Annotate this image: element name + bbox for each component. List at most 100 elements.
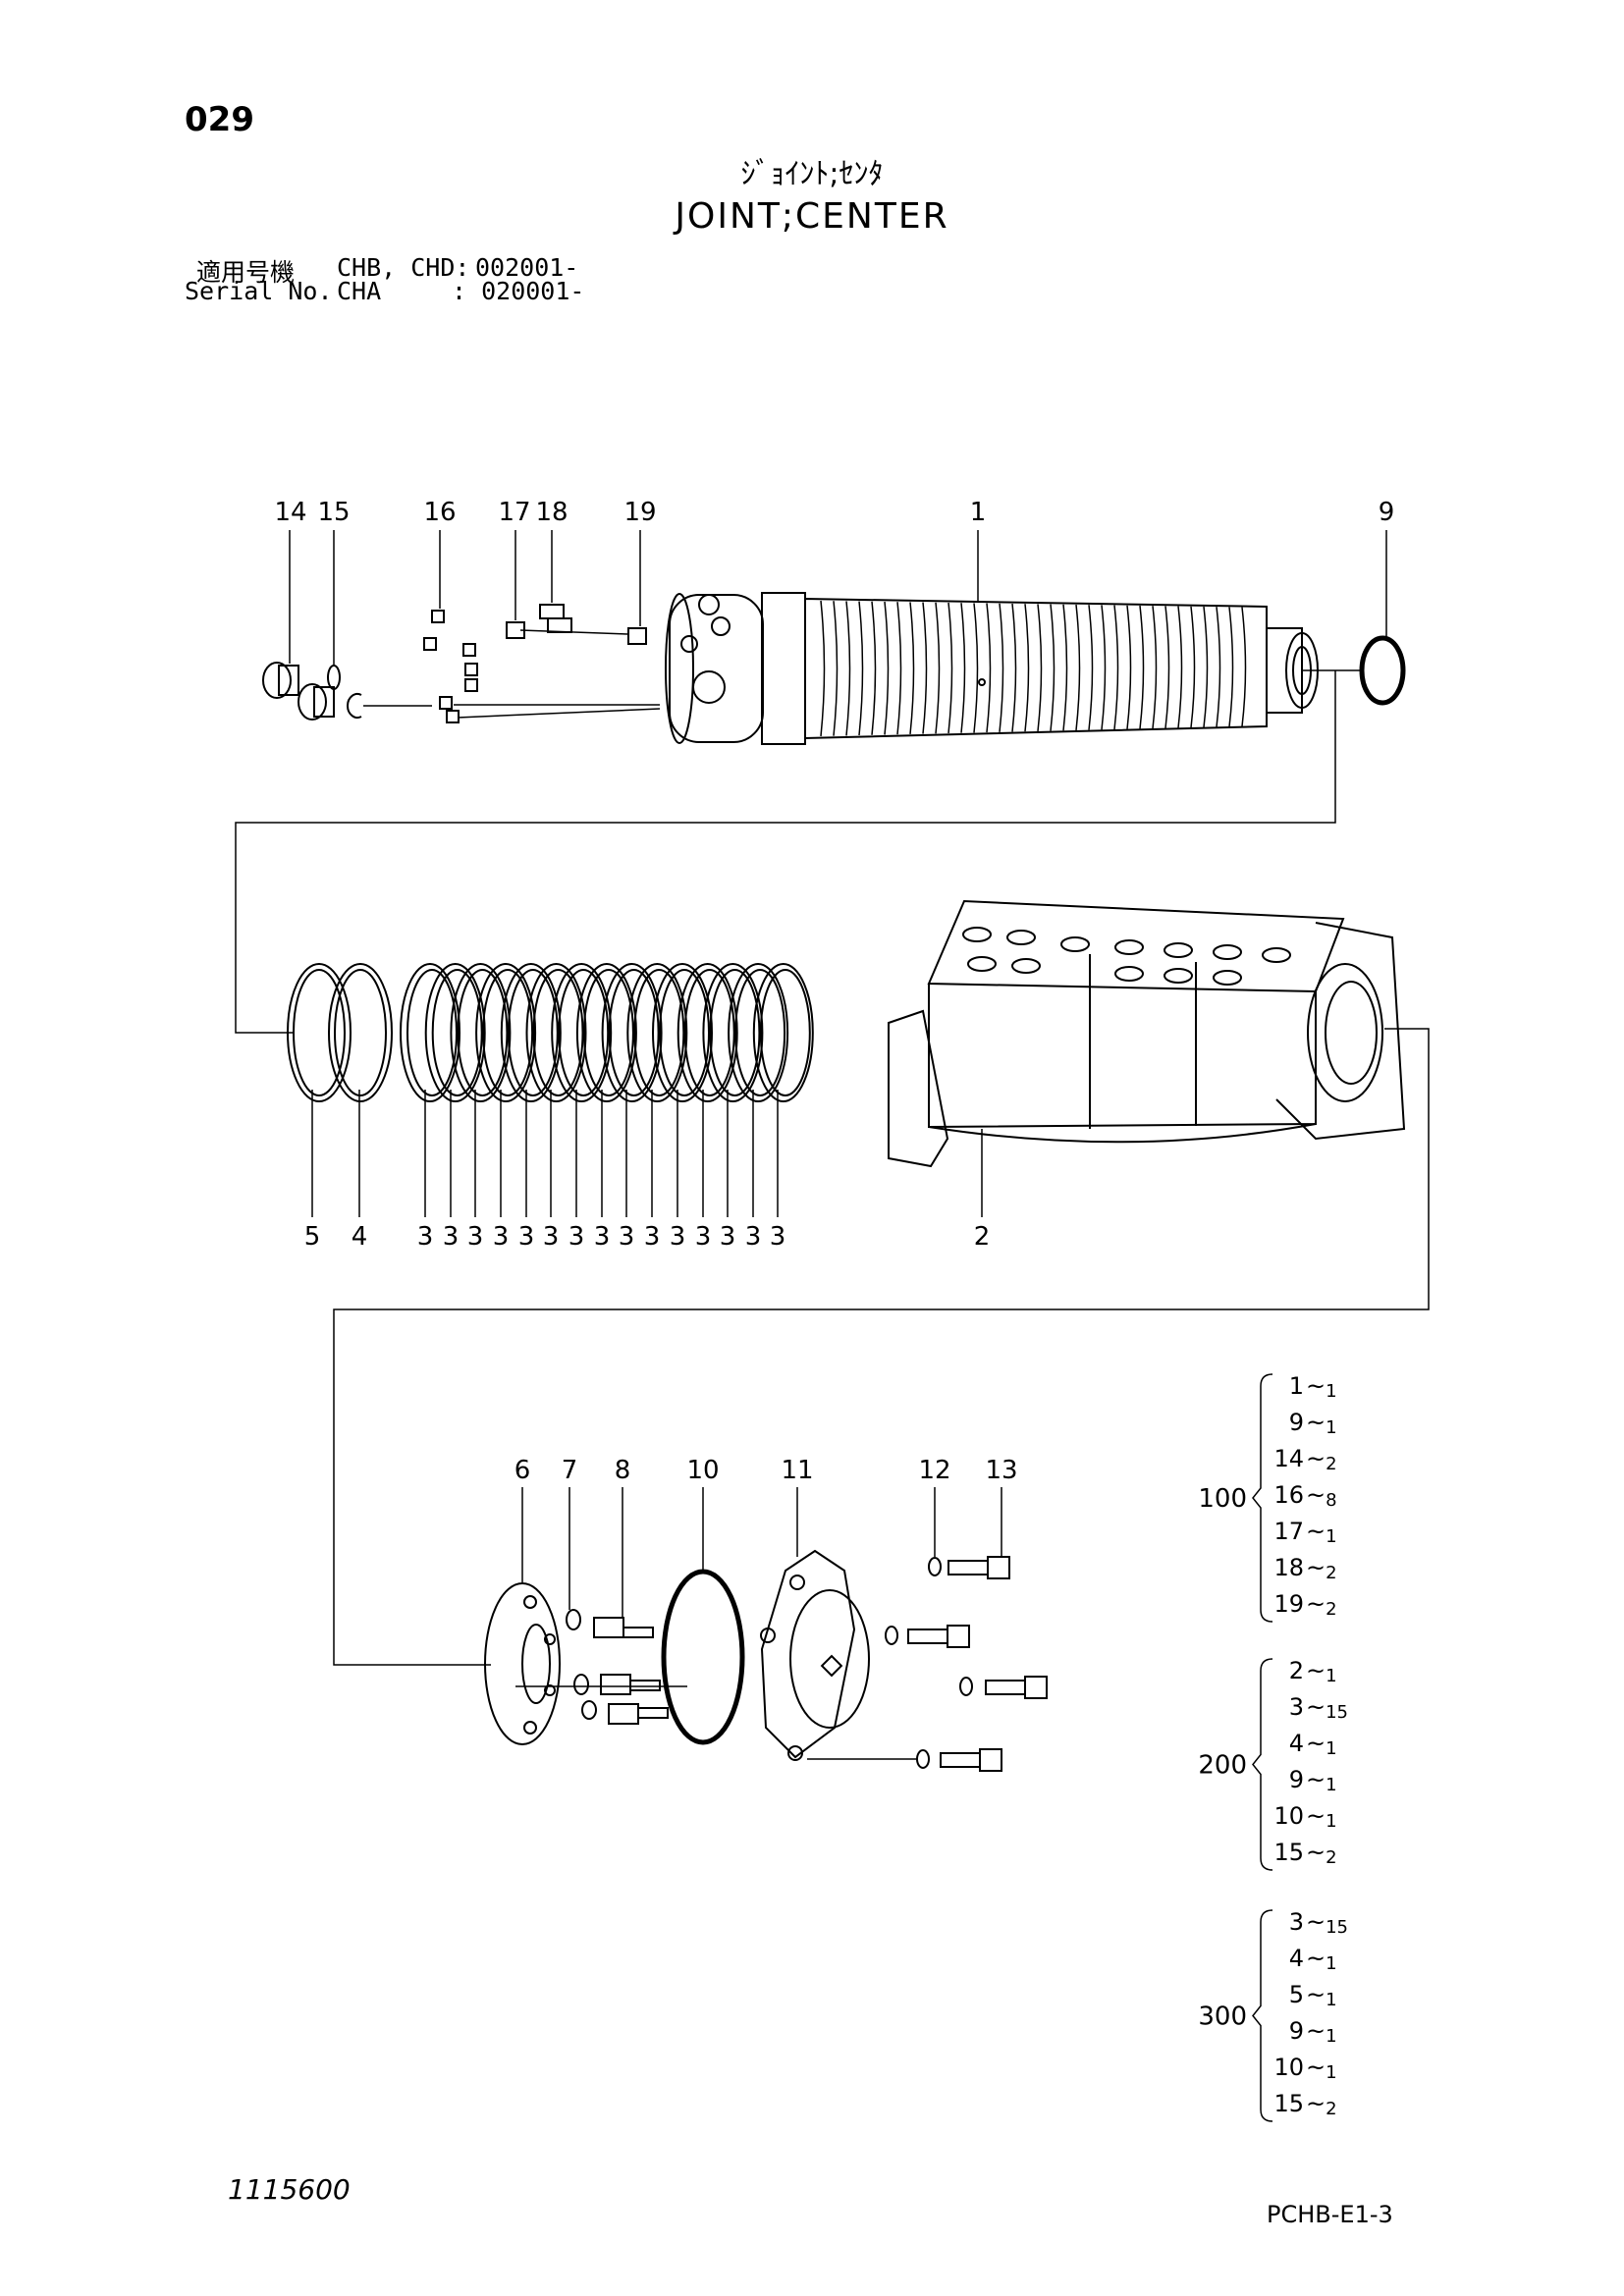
callout-bottom-4: 11	[781, 1456, 813, 1485]
callout-bottom-5: 12	[918, 1456, 950, 1485]
connector-line-1	[235, 670, 1336, 1034]
callout-bottom-0: 6	[514, 1456, 531, 1485]
callout-top-1: 15	[317, 498, 350, 527]
kit-item-part: 3	[1289, 1908, 1304, 1936]
kit-item-part: 1	[1289, 1372, 1304, 1400]
callout-middle-4: 3	[467, 1222, 484, 1252]
kit-item-part: 5	[1289, 1981, 1304, 2008]
callout-top-5: 19	[623, 498, 656, 527]
kit-item-qty: ~1	[1306, 1372, 1337, 1402]
kit-item-qty: ~1	[1306, 1730, 1337, 1759]
kit-group-braces	[1252, 1373, 1273, 2122]
kit-item-qty: ~1	[1306, 1518, 1337, 1547]
kit-item-qty: ~1	[1306, 2054, 1337, 2083]
kit-item-part: 15	[1273, 1839, 1304, 1866]
bottom-callouts: 6 7 8 10 11 12 13	[514, 1456, 1018, 1485]
kit-item-qty: ~2	[1306, 2090, 1337, 2119]
callout-middle-3: 3	[443, 1222, 460, 1252]
kit-group-list: 1001~19~114~216~817~118~219~22002~13~154…	[1198, 1372, 1348, 2119]
housing-part-2	[888, 899, 1406, 1217]
bottom-leader-lines	[521, 1487, 1002, 1618]
kit-item-qty: ~1	[1306, 1981, 1337, 2010]
callout-top-0: 14	[274, 498, 306, 527]
kit-item-part: 4	[1289, 1945, 1304, 1972]
callout-bottom-3: 10	[686, 1456, 719, 1485]
callout-top-7: 9	[1379, 498, 1395, 527]
callout-middle-9: 3	[594, 1222, 611, 1252]
callout-middle-8: 3	[568, 1222, 585, 1252]
callout-bottom-2: 8	[615, 1456, 631, 1485]
kit-brace-300	[1252, 1909, 1273, 2122]
kit-item-part: 4	[1289, 1730, 1304, 1757]
callout-middle-1: 4	[352, 1222, 368, 1252]
kit-item-part: 15	[1273, 2090, 1304, 2117]
callout-middle-12: 3	[670, 1222, 686, 1252]
title-japanese: ｼﾞｮｲﾝﾄ;ｾﾝﾀ	[740, 157, 884, 191]
kit-item-qty: ~1	[1306, 2017, 1337, 2047]
kit-item-qty: ~2	[1306, 1554, 1337, 1583]
serial-label-en: Serial No.	[185, 277, 333, 305]
callout-top-3: 17	[498, 498, 530, 527]
spindle-grooves	[820, 600, 1247, 737]
seal-rings	[287, 963, 814, 1102]
kit-code-300: 300	[1198, 2002, 1247, 2032]
serial-label-jp: 適用号機	[196, 258, 296, 287]
callout-middle-15: 3	[745, 1222, 762, 1252]
ring-leader-lines	[311, 1090, 779, 1217]
kit-item-part: 14	[1273, 1445, 1304, 1472]
page-number: 029	[185, 100, 254, 139]
plug-fittings	[262, 604, 661, 723]
callout-middle-14: 3	[720, 1222, 736, 1252]
kit-item-part: 10	[1273, 2054, 1304, 2081]
callout-middle-0: 5	[304, 1222, 321, 1252]
kit-item-qty: ~2	[1306, 1590, 1337, 1620]
cover-part-11	[760, 1549, 856, 1759]
callout-middle-11: 3	[644, 1222, 661, 1252]
kit-item-part: 17	[1273, 1518, 1304, 1545]
kit-item-part: 18	[1273, 1554, 1304, 1581]
kit-item-part: 16	[1273, 1481, 1304, 1509]
spindle-body	[804, 597, 1268, 740]
connector-line-2	[333, 1028, 1430, 1666]
kit-item-part: 9	[1289, 1409, 1304, 1436]
kit-item-qty: ~15	[1306, 1908, 1348, 1938]
page-code: PCHB-E1-3	[1267, 2201, 1393, 2228]
o-ring-part-9	[1359, 635, 1406, 706]
callout-middle-5: 3	[493, 1222, 510, 1252]
callout-middle-2: 3	[417, 1222, 434, 1252]
kit-item-part: 10	[1273, 1802, 1304, 1830]
serial-model-2: CHA	[337, 277, 382, 305]
callout-bottom-1: 7	[562, 1456, 578, 1485]
serial-value-2: : 020001-	[452, 277, 585, 305]
page-title: JOINT;CENTER	[675, 196, 949, 237]
flange-part-6	[484, 1582, 561, 1745]
kit-code-100: 100	[1198, 1484, 1247, 1514]
kit-item-qty: ~1	[1306, 1657, 1337, 1686]
kit-item-qty: ~1	[1306, 1945, 1337, 1974]
spindle-head	[669, 594, 764, 743]
kit-item-qty: ~2	[1306, 1839, 1337, 1868]
o-ring-part-10	[661, 1569, 745, 1745]
callout-middle-16: 3	[770, 1222, 786, 1252]
callout-top-4: 18	[535, 498, 568, 527]
serial-model-1: CHB, CHD:	[337, 253, 470, 282]
kit-item-qty: ~15	[1306, 1693, 1348, 1723]
document-number: 1115600	[228, 2173, 351, 2206]
kit-code-200: 200	[1198, 1751, 1247, 1781]
kit-item-part: 3	[1289, 1693, 1304, 1721]
callout-bottom-6: 13	[985, 1456, 1017, 1485]
kit-item-qty: ~1	[1306, 1802, 1337, 1832]
callout-top-2: 16	[423, 498, 456, 527]
kit-item-part: 9	[1289, 2017, 1304, 2045]
callout-middle-17: 2	[974, 1222, 991, 1252]
spindle-assembly	[665, 592, 1406, 745]
kit-item-part: 2	[1289, 1657, 1304, 1684]
callout-middle-7: 3	[543, 1222, 560, 1252]
kit-item-qty: ~2	[1306, 1445, 1337, 1474]
callout-top-6: 1	[970, 498, 987, 527]
kit-brace-100	[1252, 1373, 1273, 1623]
kit-item-qty: ~1	[1306, 1766, 1337, 1795]
